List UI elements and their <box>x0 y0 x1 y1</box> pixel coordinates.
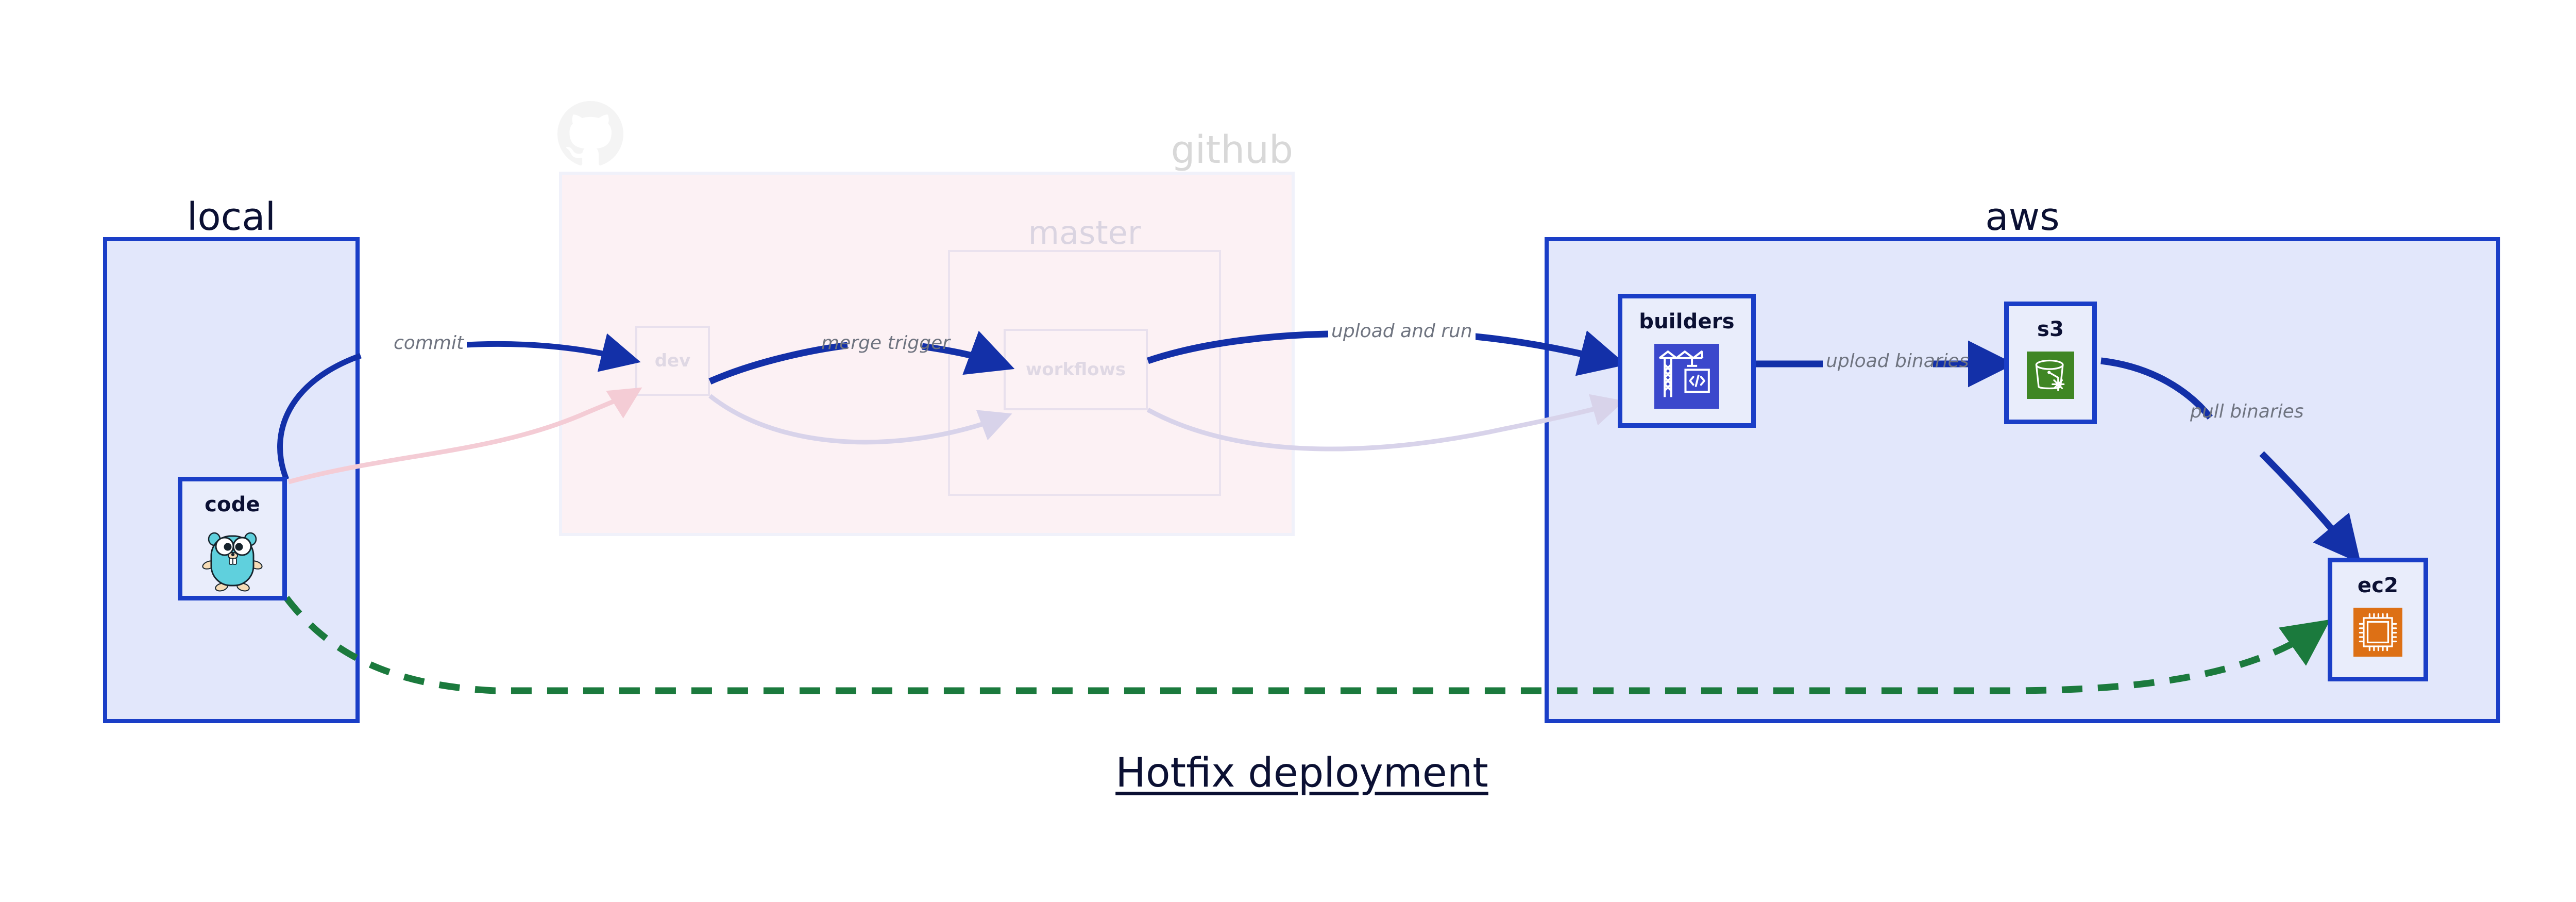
edge-pull-binaries-tail <box>2259 451 2361 564</box>
github-octocat-icon <box>557 95 623 173</box>
group-master-label: master <box>1028 214 1141 252</box>
node-builders-label: builders <box>1639 310 1735 333</box>
aws-ec2-chip-icon <box>2353 608 2402 657</box>
node-s3[interactable]: s3 <box>2004 302 2097 424</box>
node-ec2-label: ec2 <box>2357 574 2399 597</box>
edge-ghost-c <box>1146 394 1625 452</box>
node-code-label: code <box>205 493 260 516</box>
node-workflows-label: workflows <box>1025 359 1126 380</box>
group-master <box>948 250 1221 496</box>
edge-commit-tail <box>443 333 641 372</box>
node-workflows[interactable]: workflows <box>1004 329 1148 410</box>
node-ec2[interactable]: ec2 <box>2328 558 2428 681</box>
node-s3-label: s3 <box>2037 318 2064 341</box>
edge-commit <box>277 353 362 481</box>
node-dev-label: dev <box>654 350 691 371</box>
edge-hotfix-direct <box>283 596 2331 694</box>
node-builders[interactable]: builders <box>1618 294 1756 428</box>
zone-local-label: local <box>187 195 276 239</box>
edge-upload-and-run <box>1146 330 1329 364</box>
edge-label-pull-binaries: pull binaries <box>2190 401 2304 422</box>
aws-s3-bucket-icon <box>2027 352 2074 399</box>
edge-label-merge-trigger: merge trigger <box>821 332 951 354</box>
node-code[interactable]: code <box>178 477 287 600</box>
aws-codebuild-icon <box>1654 344 1719 409</box>
node-dev[interactable]: dev <box>635 326 710 396</box>
edge-merge-trigger <box>708 342 848 385</box>
edge-label-upload-and-run: upload and run <box>1328 321 1476 342</box>
zone-local <box>103 237 360 723</box>
edge-label-commit: commit <box>391 332 467 354</box>
go-gopher-icon <box>202 527 263 592</box>
edge-ghost-a <box>287 387 642 485</box>
edge-merge-trigger-tail <box>922 330 1015 375</box>
zone-github-label: github <box>1171 128 1293 172</box>
zone-aws-label: aws <box>1985 195 2060 239</box>
edge-ghost-b <box>708 394 1012 445</box>
edge-label-upload-binaries: upload binaries <box>1826 350 1969 372</box>
edge-pull-binaries <box>2100 357 2213 420</box>
diagram-title: Hotfix deployment <box>1115 750 1488 796</box>
